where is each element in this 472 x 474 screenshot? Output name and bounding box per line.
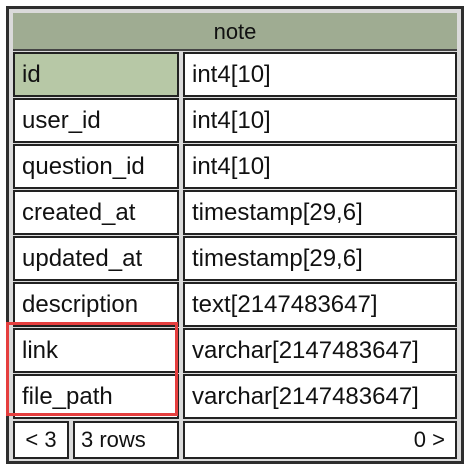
column-list: id int4[10] user_id int4[10] question_id…: [13, 51, 457, 419]
column-type-id: int4[10]: [183, 52, 457, 97]
column-name-updated-at: updated_at: [13, 236, 179, 281]
column-name-user-id: user_id: [13, 98, 179, 143]
table-row[interactable]: description text[2147483647]: [13, 282, 457, 327]
column-name-question-id: question_id: [13, 144, 179, 189]
table-row[interactable]: created_at timestamp[29,6]: [13, 190, 457, 235]
column-type-file-path: varchar[2147483647]: [183, 374, 457, 419]
column-name-id: id: [13, 52, 179, 97]
column-name-created-at: created_at: [13, 190, 179, 235]
column-type-updated-at: timestamp[29,6]: [183, 236, 457, 281]
column-type-question-id: int4[10]: [183, 144, 457, 189]
table-row[interactable]: user_id int4[10]: [13, 98, 457, 143]
table-row[interactable]: updated_at timestamp[29,6]: [13, 236, 457, 281]
previous-page-button[interactable]: < 3: [13, 421, 69, 459]
table-row[interactable]: file_path varchar[2147483647]: [13, 374, 457, 419]
row-count-label: 3 rows: [73, 421, 179, 459]
column-name-description: description: [13, 282, 179, 327]
column-type-link: varchar[2147483647]: [183, 328, 457, 373]
column-name-file-path: file_path: [13, 374, 179, 419]
table-row[interactable]: link varchar[2147483647]: [13, 328, 457, 373]
table-row[interactable]: id int4[10]: [13, 52, 457, 97]
table-footer: < 3 3 rows 0 >: [13, 421, 457, 459]
table-row[interactable]: question_id int4[10]: [13, 144, 457, 189]
table-card: note id int4[10] user_id int4[10] questi…: [6, 6, 464, 464]
next-page-button[interactable]: 0 >: [183, 421, 457, 459]
column-type-description: text[2147483647]: [183, 282, 457, 327]
column-name-link: link: [13, 328, 179, 373]
column-type-created-at: timestamp[29,6]: [183, 190, 457, 235]
table-title: note: [13, 13, 457, 51]
column-type-user-id: int4[10]: [183, 98, 457, 143]
